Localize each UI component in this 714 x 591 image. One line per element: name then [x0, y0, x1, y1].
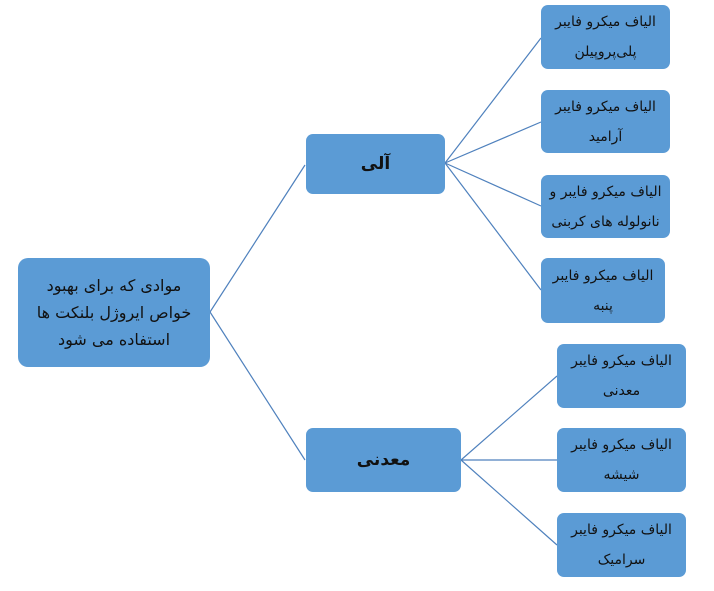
leaf-line: آرامید: [588, 128, 623, 145]
leaf-line: سرامیک: [597, 552, 646, 568]
leaf-aramid: الیاف میکرو فایبر آرامید: [541, 90, 670, 153]
leaf-carbon-nanotubes: الیاف میکرو فایبر و نانولوله های کربنی: [541, 175, 670, 238]
leaf-line: الیاف میکرو فایبر: [571, 522, 672, 538]
leaf-line: الیاف میکرو فایبر: [555, 98, 656, 115]
category-organic: آلی: [306, 134, 445, 194]
leaf-line: الیاف میکرو فایبر و: [549, 183, 662, 200]
root-line: موادی که برای بهبود: [46, 276, 182, 295]
connector-line: [444, 162, 542, 207]
connector-line: [444, 162, 542, 291]
leaf-line: نانولوله های کربنی: [551, 213, 660, 230]
leaf-polypropylene: الیاف میکرو فایبر پلی‌پروپیلن: [541, 5, 670, 69]
leaf-line: معدنی: [602, 383, 641, 399]
connector-line: [209, 311, 306, 461]
root-line: استفاده می شود: [57, 330, 171, 349]
leaf-line: پنبه: [593, 297, 613, 314]
leaf-glass: الیاف میکرو فایبر شیشه: [557, 428, 686, 492]
category-label: معدنی: [356, 450, 411, 470]
leaf-mineral: الیاف میکرو فایبر معدنی: [557, 344, 686, 408]
category-label: آلی: [360, 154, 391, 174]
leaf-cotton: الیاف میکرو فایبر پنبه: [541, 258, 665, 323]
connector-line: [444, 121, 542, 164]
leaf-line: الیاف میکرو فایبر: [571, 353, 672, 369]
leaf-line: الیاف میکرو فایبر: [552, 267, 654, 284]
leaf-line: شیشه: [603, 467, 640, 483]
root-line: خواص ایروژل بلنکت ها: [36, 303, 192, 322]
leaf-ceramic: الیاف میکرو فایبر سرامیک: [557, 513, 686, 577]
connector-line: [209, 164, 306, 313]
connector-line: [444, 37, 542, 164]
leaf-line: الیاف میکرو فایبر: [555, 14, 656, 30]
root-node: موادی که برای بهبود خواص ایروژل بلنکت ها…: [18, 258, 210, 367]
leaf-line: پلی‌پروپیلن: [574, 44, 637, 60]
connector-line: [460, 375, 558, 461]
leaf-line: الیاف میکرو فایبر: [571, 437, 672, 453]
category-mineral: معدنی: [306, 428, 461, 492]
connector-line: [460, 459, 558, 546]
